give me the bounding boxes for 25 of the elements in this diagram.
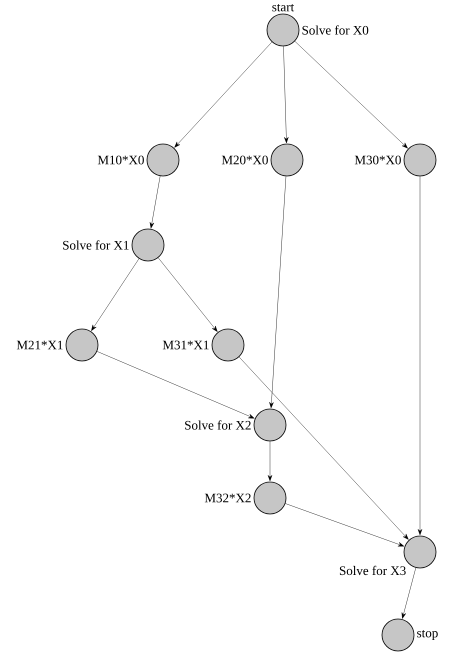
arrow xyxy=(150,176,160,228)
arrow xyxy=(238,356,409,540)
node-label: start xyxy=(272,4,294,12)
arrow xyxy=(294,41,408,148)
arrow xyxy=(158,258,218,332)
node-label: Solve for X0 xyxy=(302,25,368,35)
node-label: Solve for X1 xyxy=(63,240,129,250)
node-label: M21*X1 xyxy=(16,340,63,350)
node-label: M20*X0 xyxy=(222,156,268,164)
arrow xyxy=(268,441,272,482)
arrow xyxy=(402,568,416,619)
node-label: M31*X1 xyxy=(162,340,209,350)
arrow xyxy=(91,258,140,331)
node-label: stop xyxy=(417,630,438,640)
arrow xyxy=(174,42,272,148)
node-label: Solve for X2 xyxy=(185,420,251,430)
node-label: M10*X0 xyxy=(98,156,144,164)
arrow xyxy=(418,176,422,536)
arrow xyxy=(96,351,255,419)
node-label: M30*X0 xyxy=(354,156,401,164)
arrow xyxy=(283,46,289,144)
node-label: Solve for X3 xyxy=(340,566,406,576)
arrow xyxy=(285,503,404,546)
arrow xyxy=(269,176,286,408)
node-label: M32*X2 xyxy=(204,494,251,502)
